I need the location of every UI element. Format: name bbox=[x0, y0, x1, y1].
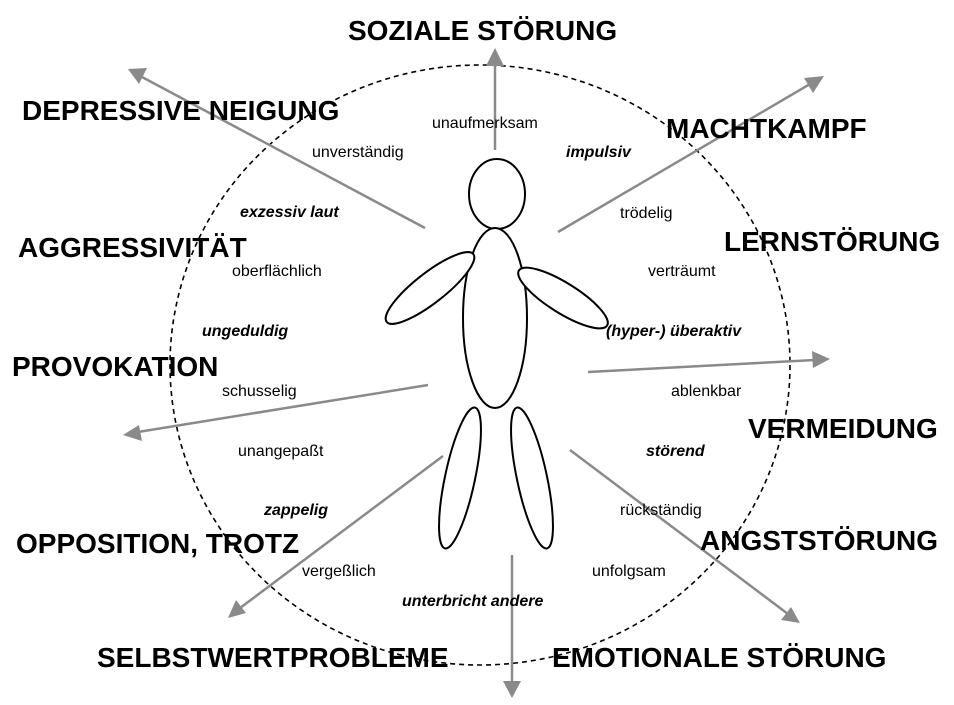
desc-rueckstaendig: rückständig bbox=[620, 502, 702, 519]
desc-unaufmerksam: unaufmerksam bbox=[432, 115, 538, 132]
arrow-right-head bbox=[812, 351, 830, 368]
label-aggressivitaet: AGGRESSIVITÄT bbox=[18, 232, 247, 263]
desc-schusselig: schusselig bbox=[222, 383, 297, 400]
desc-stoerend: störend bbox=[646, 443, 706, 460]
desc-unterbricht-andere: unterbricht andere bbox=[402, 593, 543, 610]
desc-ablenkbar: ablenkbar bbox=[671, 383, 742, 400]
arrow-lower-left-head bbox=[228, 600, 246, 618]
arrow-right bbox=[588, 360, 815, 372]
desc-unangepasst: unangepaßt bbox=[238, 443, 324, 460]
label-provokation: PROVOKATION bbox=[12, 351, 218, 382]
arrow-up-head bbox=[486, 48, 504, 66]
label-soziale-stoerung: SOZIALE STÖRUNG bbox=[348, 15, 617, 46]
figure-head bbox=[469, 159, 525, 229]
desc-vergesslich: vergeßlich bbox=[302, 563, 376, 580]
label-opposition-trotz: OPPOSITION, TROTZ bbox=[16, 528, 299, 559]
label-machtkampf: MACHTKAMPF bbox=[666, 113, 867, 144]
arrow-left-head bbox=[123, 425, 142, 441]
desc-troedelig: trödelig bbox=[620, 205, 672, 222]
figure-left-leg bbox=[430, 404, 489, 551]
label-lernstoerung: LERNSTÖRUNG bbox=[724, 226, 940, 257]
label-selbstwertprobleme: SELBSTWERTPROBLEME bbox=[97, 642, 449, 673]
arrow-upper-left-head bbox=[128, 68, 147, 84]
desc-unverstaendig: unverständig bbox=[312, 144, 404, 161]
label-angststoerung: ANGSTSTÖRUNG bbox=[700, 525, 938, 556]
figure bbox=[377, 159, 615, 552]
figure-right-leg bbox=[502, 404, 561, 551]
desc-unfolgsam: unfolgsam bbox=[592, 563, 666, 580]
desc-ungeduldig: ungeduldig bbox=[202, 323, 288, 340]
desc-oberflaechlich: oberflächlich bbox=[232, 263, 322, 280]
label-depressive-neigung: DEPRESSIVE NEIGUNG bbox=[22, 95, 339, 126]
arrow-down-head bbox=[503, 681, 521, 698]
desc-hyper-ueberaktiv: (hyper-) überaktiv bbox=[606, 323, 742, 340]
desc-zappelig: zappelig bbox=[263, 502, 328, 519]
desc-impulsiv: impulsiv bbox=[566, 144, 632, 161]
desc-vertraeumt: verträumt bbox=[648, 263, 716, 280]
label-emotionale-stoerung: EMOTIONALE STÖRUNG bbox=[552, 642, 886, 673]
label-vermeidung: VERMEIDUNG bbox=[748, 413, 938, 444]
desc-exzessiv-laut: exzessiv laut bbox=[240, 204, 339, 221]
